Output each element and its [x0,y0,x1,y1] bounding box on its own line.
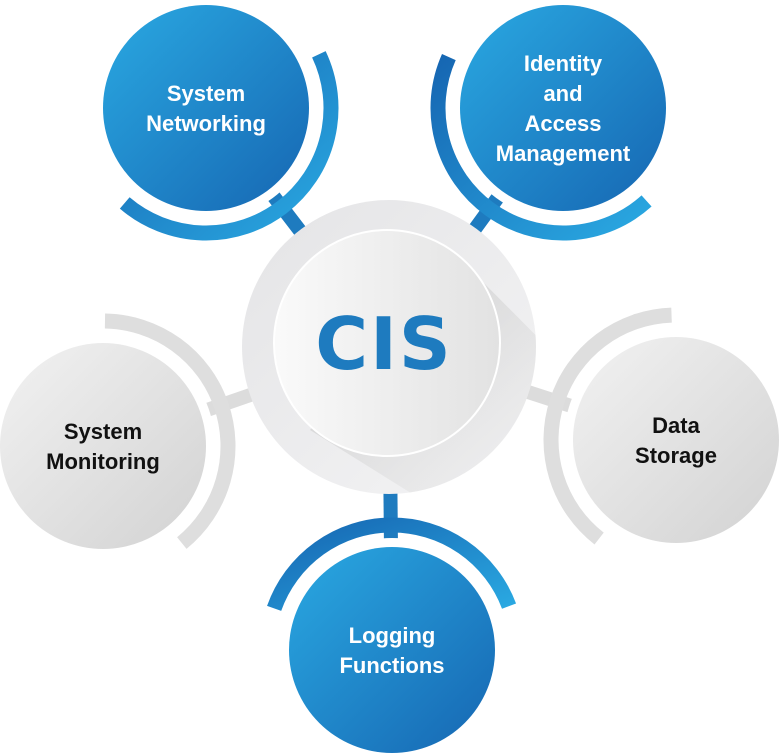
arc-data-storage [543,307,672,545]
node-circle-identity-and-access-management [460,5,666,211]
arc-logging-functions [267,517,517,611]
center-inner-circle [273,229,501,457]
node-label-line: Monitoring [46,449,160,474]
arc-identity-and-access-management [430,53,652,241]
node-label-line: Storage [635,443,717,468]
node-label-line: Functions [339,653,444,678]
node-circle-logging-functions [289,547,495,753]
node-circle-system-networking [103,5,309,211]
node-label-line: System [167,81,245,106]
node-label-line: Networking [146,111,266,136]
arc-system-networking [119,51,339,241]
center-hub: CIS [242,200,536,494]
node-label-line: Identity [524,51,603,76]
center-label: CIS [315,302,452,386]
node-label-line: and [543,81,582,106]
node-circle-data-storage [573,337,779,543]
node-label-line: Access [524,111,601,136]
node-label-line: Management [496,141,631,166]
node-label-line: Logging [349,623,436,648]
node-circle-system-monitoring [0,343,206,549]
node-label-line: System [64,419,142,444]
node-label-line: Data [652,413,700,438]
arc-system-monitoring [104,313,236,549]
